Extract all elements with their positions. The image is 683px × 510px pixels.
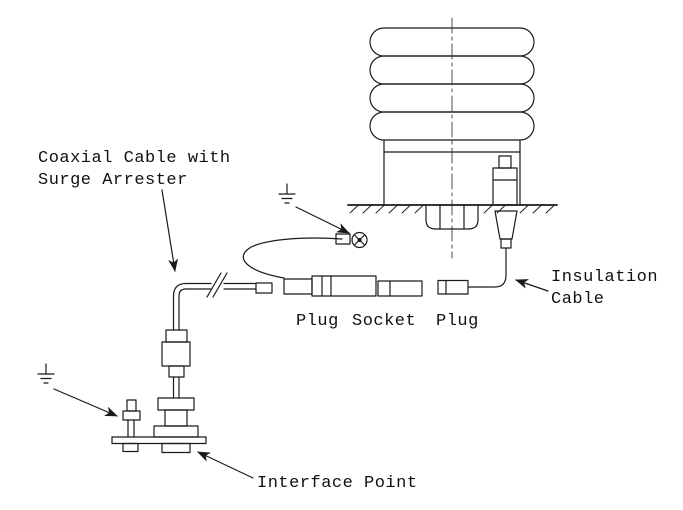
plug-right-connector (437, 279, 469, 295)
ground-symbol-top (278, 183, 296, 204)
coaxial-cable (172, 272, 257, 331)
ground-bottom-arrow (53, 388, 118, 417)
plug-right-label: Plug (436, 312, 479, 331)
earth-terminal-circle (351, 231, 368, 249)
insulation-label-leader (515, 279, 549, 292)
ground-symbol-bottom (37, 363, 55, 384)
mounting-plate (347, 204, 558, 214)
grounding-stud (122, 399, 141, 438)
plug-left-label: Plug (296, 312, 339, 331)
insulation-label-line2: Cable (551, 290, 605, 309)
coax-label-line1: Coaxial Cable with (38, 149, 231, 168)
socket-assembly (255, 275, 423, 297)
coax-label-line2: Surge Arrester (38, 171, 188, 190)
jumper-cable (242, 231, 368, 279)
hex-nut (425, 204, 479, 230)
ground-top-arrow (295, 206, 350, 234)
interface-point-assembly (111, 397, 207, 454)
hatch-marks (349, 205, 555, 214)
labels: Coaxial Cable with Surge Arrester Plug S… (38, 149, 658, 493)
surge-arrester-connector (161, 329, 191, 399)
interface-label: Interface Point (257, 474, 418, 493)
coax-label-leader (161, 189, 179, 272)
socket-label: Socket (352, 312, 416, 331)
insulation-cable-connector (494, 210, 518, 249)
break-symbol (206, 272, 228, 298)
insulation-cable-path (467, 247, 507, 288)
interface-label-leader (197, 451, 254, 479)
insulation-label-line1: Insulation (551, 268, 658, 287)
hv-terminal (492, 155, 518, 206)
